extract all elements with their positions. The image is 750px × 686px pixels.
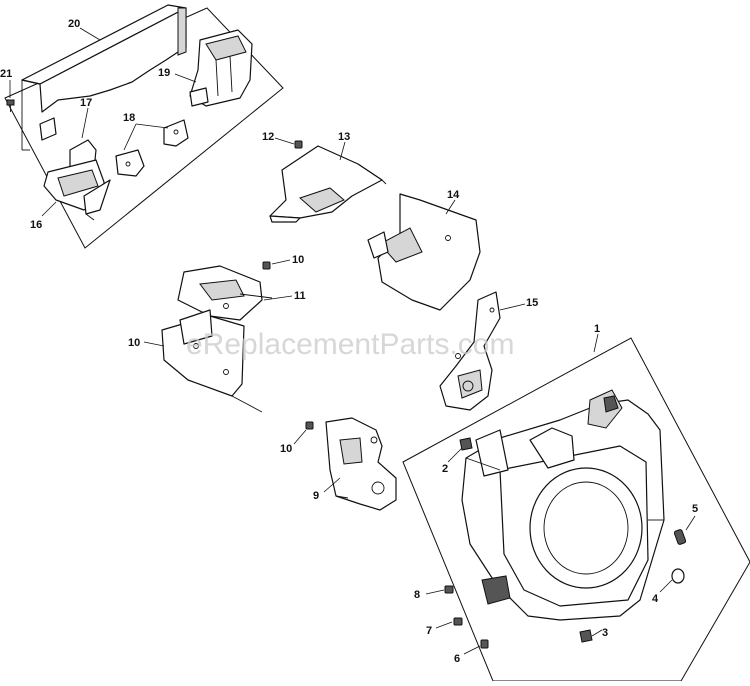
part-19-plates bbox=[115, 119, 189, 177]
part-3-nut bbox=[579, 629, 593, 643]
part-9-bracket bbox=[325, 417, 397, 511]
part-6-screw bbox=[480, 639, 489, 649]
part-14-shroud bbox=[269, 145, 387, 223]
part-8-screw bbox=[444, 585, 454, 594]
callout-8: 8 bbox=[414, 589, 420, 601]
callout-3: 3 bbox=[602, 627, 608, 639]
callout-4: 4 bbox=[652, 593, 659, 605]
watermark-text: eReplacementParts.com bbox=[186, 328, 514, 361]
callout-14: 13 bbox=[338, 131, 350, 143]
callout-13: 12 bbox=[262, 131, 274, 143]
callout-19: 18 bbox=[123, 112, 135, 124]
leader-lines bbox=[9, 27, 696, 655]
callout-18: 17 bbox=[80, 97, 92, 109]
callout-2: 2 bbox=[442, 463, 448, 475]
part-12-shroud-bracket bbox=[177, 265, 273, 321]
part-11-front-shroud bbox=[161, 309, 263, 413]
part-1-blower-housing bbox=[461, 389, 665, 621]
callout-11: 10 bbox=[128, 337, 140, 349]
callout-9: 9 bbox=[313, 490, 319, 502]
callout-1: 1 bbox=[594, 323, 600, 335]
callout-20: 19 bbox=[158, 67, 170, 79]
part-5-stud bbox=[673, 529, 687, 545]
callout-5: 5 bbox=[692, 503, 698, 515]
part-13-screw bbox=[294, 140, 303, 149]
callout-22: 21 bbox=[0, 68, 12, 80]
part-22-screw bbox=[6, 99, 15, 112]
callout-12: 11 bbox=[294, 290, 306, 302]
callout-21: 20 bbox=[68, 18, 80, 30]
part-4-grommet bbox=[671, 568, 685, 584]
part-7-screw bbox=[453, 617, 463, 626]
part-16-side-bracket bbox=[439, 291, 501, 411]
callout-16: 15 bbox=[526, 297, 538, 309]
callout-10-lower: 10 bbox=[280, 443, 292, 455]
part-2-clip bbox=[459, 437, 473, 451]
part-10-screw-upper bbox=[262, 261, 271, 270]
part-20-bracket bbox=[189, 29, 253, 107]
group-frame-blower-housing bbox=[402, 337, 750, 682]
callout-10-upper: 10 bbox=[292, 254, 304, 266]
callout-17: 16 bbox=[30, 219, 42, 231]
part-10-screw-lower bbox=[305, 421, 314, 430]
part-15-shroud bbox=[367, 193, 481, 311]
callout-15: 14 bbox=[447, 189, 460, 201]
part-21-top-panel bbox=[21, 4, 187, 151]
callout-7: 7 bbox=[426, 625, 432, 637]
part-18-mount-bracket bbox=[43, 139, 111, 221]
callout-6: 6 bbox=[454, 653, 460, 665]
